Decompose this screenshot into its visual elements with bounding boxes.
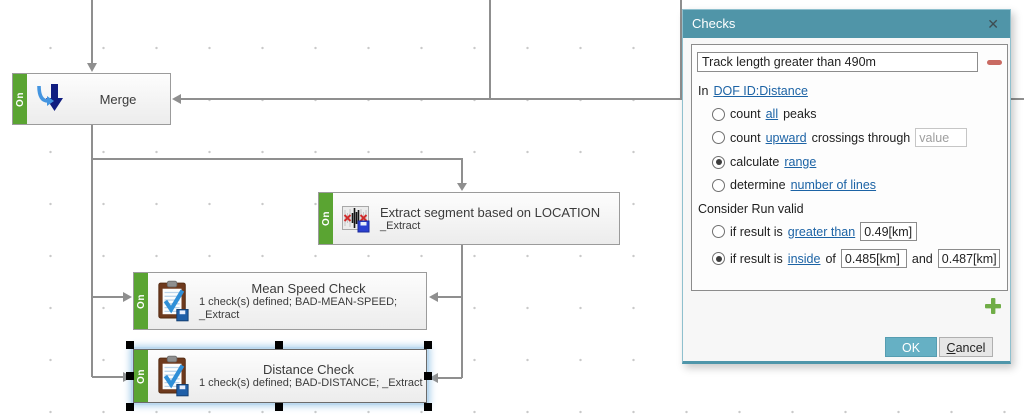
check-clipboard-icon	[158, 355, 189, 397]
option-label: peaks	[783, 107, 817, 121]
check-name-input[interactable]	[697, 52, 978, 72]
consider-run-valid-label: Consider Run valid	[698, 202, 804, 216]
upward-link[interactable]: upward	[765, 130, 807, 145]
option-label: count	[730, 130, 761, 145]
extract-segment-icon	[342, 205, 370, 232]
cancel-button[interactable]: Cancel	[939, 337, 993, 357]
close-icon[interactable]: ✕	[987, 16, 999, 32]
selection-handle[interactable]	[424, 372, 432, 380]
greater-than-link[interactable]: greater than	[787, 224, 856, 239]
in-label: In	[698, 84, 709, 98]
radio-count-upward-crossings[interactable]	[712, 131, 725, 144]
selection-handle[interactable]	[424, 403, 432, 411]
inside-upper-value-input[interactable]	[937, 249, 1000, 268]
node-extract-segment[interactable]: On Extract segment based on LOCATION _Ex…	[318, 192, 620, 245]
radio-count-all-peaks[interactable]	[712, 107, 725, 121]
dialog-titlebar[interactable]: Checks ✕	[683, 10, 1010, 38]
option-label: calculate	[730, 155, 780, 169]
option-label: crossings through	[811, 130, 911, 145]
node-merge[interactable]: On Merge	[12, 73, 171, 125]
number-of-lines-link[interactable]: number of lines	[790, 178, 877, 192]
selection-handle[interactable]	[126, 403, 134, 411]
node-enabled-badge: On	[134, 273, 148, 329]
node-subtitle: 1 check(s) defined; BAD-MEAN-SPEED;	[199, 295, 398, 308]
range-link[interactable]: range	[784, 155, 817, 169]
checks-dialog: Checks ✕ In DOF ID:Distance count all pe…	[682, 9, 1011, 364]
remove-check-icon[interactable]	[987, 59, 1002, 65]
check-clipboard-icon	[158, 280, 189, 322]
all-link[interactable]: all	[765, 107, 779, 121]
node-title: Extract segment based on LOCATION	[380, 204, 601, 220]
dialog-title: Checks	[692, 16, 736, 31]
merge-icon	[37, 84, 63, 111]
radio-determine-number-of-lines[interactable]	[712, 178, 725, 192]
add-check-icon[interactable]	[984, 297, 1002, 315]
option-label: determine	[730, 178, 786, 192]
node-enabled-badge: On	[319, 193, 333, 244]
node-title: Distance Check	[262, 362, 355, 377]
selection-handle[interactable]	[126, 372, 134, 380]
greater-than-value-input[interactable]	[860, 222, 918, 241]
node-title: Mean Speed Check	[251, 280, 366, 296]
node-title: Merge	[99, 91, 137, 107]
inside-link[interactable]: inside	[787, 251, 821, 266]
option-label: of	[825, 251, 836, 266]
node-mean-speed-check[interactable]: On Mean Speed Check 1 check(s) defined; …	[133, 272, 427, 330]
option-label: if result is	[730, 251, 783, 266]
node-enabled-badge: On	[134, 350, 148, 402]
selection-handle[interactable]	[424, 341, 432, 349]
check-groupbox: In DOF ID:Distance count all peaks count…	[691, 44, 1008, 291]
ok-button[interactable]: OK	[885, 337, 937, 357]
radio-result-inside[interactable]	[712, 252, 725, 265]
selection-handle[interactable]	[275, 403, 283, 411]
selection-handle[interactable]	[275, 341, 283, 349]
option-label: if result is	[730, 224, 783, 239]
option-label: count	[730, 107, 761, 121]
radio-calculate-range[interactable]	[712, 155, 725, 169]
inside-lower-value-input[interactable]	[840, 249, 907, 268]
node-subtitle: 1 check(s) defined; BAD-DISTANCE; _Extra…	[199, 377, 423, 389]
radio-result-greater-than[interactable]	[712, 225, 725, 238]
node-enabled-badge: On	[13, 74, 27, 124]
node-distance-check[interactable]: On Distance Check 1 check(s) defined; BA…	[126, 341, 432, 411]
and-label: and	[911, 251, 933, 266]
node-subtitle: _Extract	[380, 219, 421, 232]
crossing-value-input[interactable]	[915, 128, 968, 147]
dof-id-link[interactable]: DOF ID:Distance	[713, 84, 808, 98]
node-subtitle-2: _Extract	[199, 308, 240, 321]
selection-handle[interactable]	[126, 341, 134, 349]
